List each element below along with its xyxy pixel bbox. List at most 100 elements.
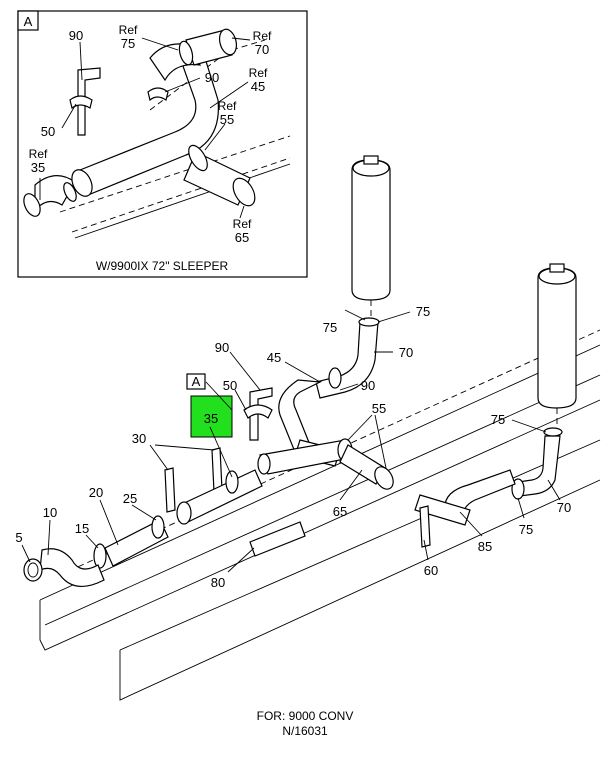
leader-view-a (205, 381, 233, 411)
leader-30-a (149, 444, 169, 471)
leader-10 (47, 519, 51, 556)
heat-shield-80 (249, 521, 306, 557)
label-50: 50 (223, 378, 237, 393)
label-35-highlighted[interactable]: 35 (204, 411, 218, 426)
clamp-75-right-top (543, 427, 563, 437)
label-75-top-a: 75 (323, 320, 337, 335)
bracket-30-a (211, 447, 223, 493)
pipe-35-end (176, 501, 192, 525)
inset-rail-upper (59, 135, 291, 213)
inset-leader-65 (239, 205, 245, 219)
frame-rail-top (39, 344, 601, 601)
clamp-75-top (358, 317, 380, 327)
bracket-30-b (164, 467, 176, 513)
inset-label-35: 35 (31, 160, 45, 175)
label-45: 45 (267, 350, 281, 365)
pipe-90-end (257, 453, 271, 475)
inset-pipe-45-end (71, 169, 93, 197)
inset-ref-35: Ref (29, 147, 48, 161)
inset-ref-70: Ref (253, 29, 272, 43)
clamp-15 (93, 543, 107, 569)
label-75-right-low: 75 (519, 522, 533, 537)
main-view-letter: A (192, 374, 201, 389)
clamp-75-mid (328, 367, 342, 389)
inset-view-letter-box (17, 10, 39, 31)
bracket-60 (419, 505, 431, 548)
inset-label-75: 75 (121, 36, 135, 51)
inset-label-90: 90 (69, 28, 83, 43)
frame-rail-inner (44, 374, 601, 626)
inset-clamp-55 (188, 144, 208, 172)
inset-ref-45: Ref (249, 66, 268, 80)
inset-rail-edge (74, 163, 291, 239)
clamp-5 (23, 558, 43, 582)
inset-ref-75: Ref (119, 23, 138, 37)
leader-55-a (347, 414, 373, 441)
leader-75-right-top (511, 419, 547, 433)
inset-detail-view: A 90 50 Ref (17, 10, 308, 278)
inset-leader-45 (209, 81, 249, 109)
inset-rail-lower (71, 157, 291, 233)
leader-70-right (547, 479, 561, 501)
label-90-b: 90 (361, 378, 375, 393)
inset-bracket-90 (77, 67, 101, 136)
inset-caption: W/9900IX 72" SLEEPER (96, 259, 229, 273)
label-25: 25 (123, 491, 137, 506)
inset-label-90b: 90 (205, 70, 219, 85)
inset-clamp-75 (178, 40, 194, 66)
inset-leader-90b (164, 77, 201, 93)
leader-60 (423, 539, 429, 561)
inset-leader-50 (61, 103, 77, 129)
inset-leader-90 (79, 41, 83, 81)
inset-label-70: 70 (255, 42, 269, 57)
label-75-top-b: 75 (416, 304, 430, 319)
muffler-left (351, 159, 391, 301)
inset-pipe-35-end (23, 193, 41, 217)
label-15: 15 (75, 521, 89, 536)
label-60: 60 (424, 563, 438, 578)
frame-rail-2-front (119, 479, 601, 701)
leader-20 (99, 499, 119, 546)
inset-label-50: 50 (41, 124, 55, 139)
inset-view-letter: A (24, 14, 33, 29)
leader-25 (131, 504, 157, 521)
leader-75-right-low (517, 497, 525, 519)
inset-ref-65: Ref (233, 217, 252, 231)
inset-clamp-90b (147, 87, 169, 102)
pipe-65 (339, 444, 386, 485)
leader-75-top-a (344, 309, 366, 321)
leader-35 (209, 426, 233, 478)
inset-ref-55: Ref (218, 99, 237, 113)
inset-clamp-35 (63, 182, 77, 202)
label-75-right-top: 75 (491, 412, 505, 427)
leader-50 (234, 389, 247, 411)
pipe-85-lower (414, 494, 471, 526)
frame-rail-dash (59, 329, 601, 576)
inset-leader-75 (141, 37, 179, 51)
pipe-65-end (374, 466, 394, 490)
leader-75-top-b (377, 311, 411, 323)
label-80: 80 (211, 575, 225, 590)
leader-65 (339, 469, 363, 501)
muffler-right (537, 267, 577, 409)
clamp-50 (243, 404, 273, 419)
leader-90-bracket (229, 351, 261, 391)
leader-55-b (374, 414, 387, 469)
leader-80 (227, 547, 255, 573)
frame-rail-front (39, 399, 601, 651)
pipe-10 (39, 548, 105, 587)
leader-85 (459, 511, 483, 537)
leader-5 (21, 544, 31, 563)
footer-drawing-number: N/16031 (282, 724, 328, 738)
label-30: 30 (132, 431, 146, 446)
leader-15 (85, 534, 99, 549)
leader-30-b (154, 444, 215, 451)
label-10: 10 (43, 505, 57, 520)
inset-pipe-70-end (218, 28, 238, 56)
clamp-5-inner (27, 562, 39, 578)
main-view-letter-box (186, 373, 206, 390)
inset-leader-70 (231, 37, 251, 41)
label-20: 20 (89, 485, 103, 500)
inset-label-65: 65 (235, 230, 249, 245)
